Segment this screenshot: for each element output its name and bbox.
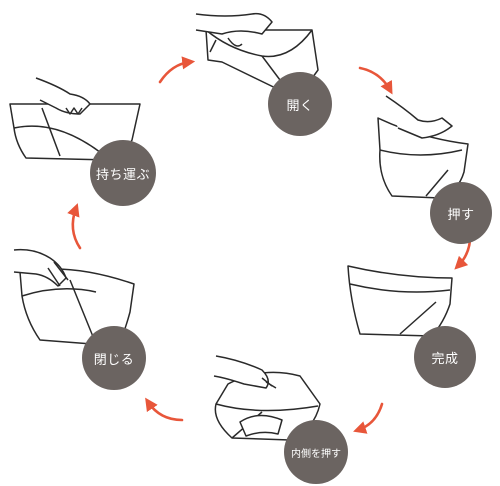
step-press-inside-badge: 内側を押す (284, 420, 348, 484)
step-close-badge: 閉じる (82, 326, 146, 390)
arrow-press-inside-to-close (145, 397, 184, 422)
step-carry-badge: 持ち運ぶ (90, 140, 156, 206)
arrow-press-inside-loop (353, 402, 384, 434)
bag-complete-illustration (347, 265, 453, 337)
arrow-open-to-press (358, 66, 393, 95)
arrow-close-to-carry (67, 203, 82, 250)
bag-press-inside-illustration (213, 355, 321, 441)
step-complete-badge: 完成 (414, 326, 476, 388)
arrow-carry-to-open (158, 56, 196, 84)
step-open-badge: 開く (268, 72, 332, 136)
bag-press-illustration (377, 95, 469, 199)
step-press-badge: 押す (430, 182, 492, 244)
